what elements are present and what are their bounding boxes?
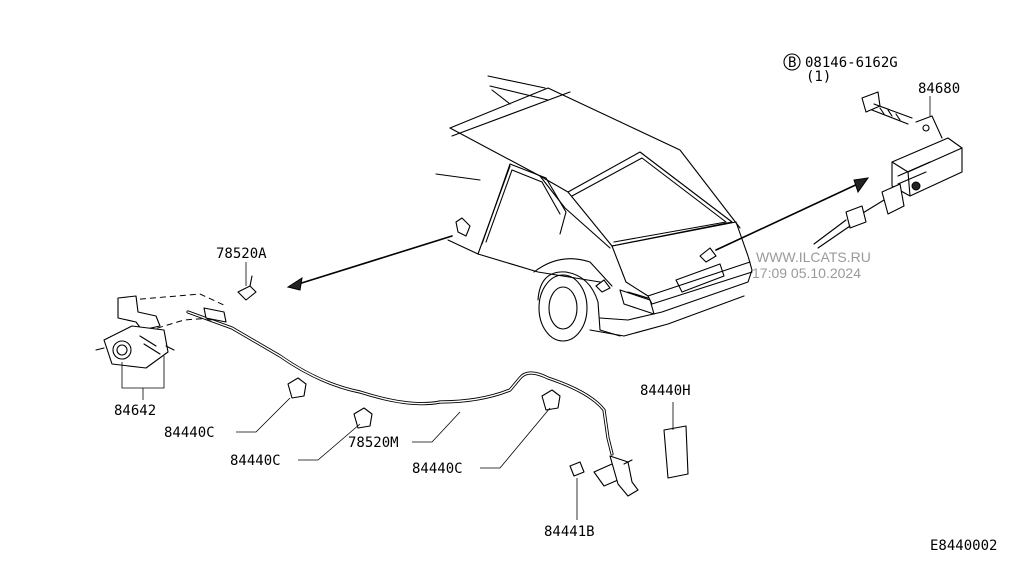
opener-lever-illustration xyxy=(95,262,257,400)
label-84680: 84680 xyxy=(918,81,960,97)
watermark-timestamp: 17:09 05.10.2024 xyxy=(752,265,861,281)
label-bolt-qty: (1) xyxy=(806,69,831,85)
connection-arrows xyxy=(286,177,870,291)
label-84440c-1: 84440C xyxy=(164,425,215,441)
label-bolt-08146-6162g: 08146-6162G xyxy=(805,55,898,71)
label-84440c-3: 84440C xyxy=(412,461,463,477)
diagram-code: E8440002 xyxy=(930,538,997,554)
label-84440h: 84440H xyxy=(640,383,691,399)
opener-cable-illustration xyxy=(186,307,689,520)
label-84440c-2: 84440C xyxy=(230,453,281,469)
label-78520a: 78520A xyxy=(216,246,267,262)
leader-lines xyxy=(236,96,931,469)
label-84441b: 84441B xyxy=(544,524,595,540)
label-78520m: 78520M xyxy=(348,435,399,451)
car-body-illustration xyxy=(435,75,753,342)
bolt-circle-letter: B xyxy=(788,55,796,71)
bolt-mark-circle xyxy=(783,53,801,71)
label-84642: 84642 xyxy=(114,403,156,419)
trunk-lid-actuator-illustration xyxy=(783,53,963,249)
watermark-site: WWW.ILCATS.RU xyxy=(756,249,871,265)
